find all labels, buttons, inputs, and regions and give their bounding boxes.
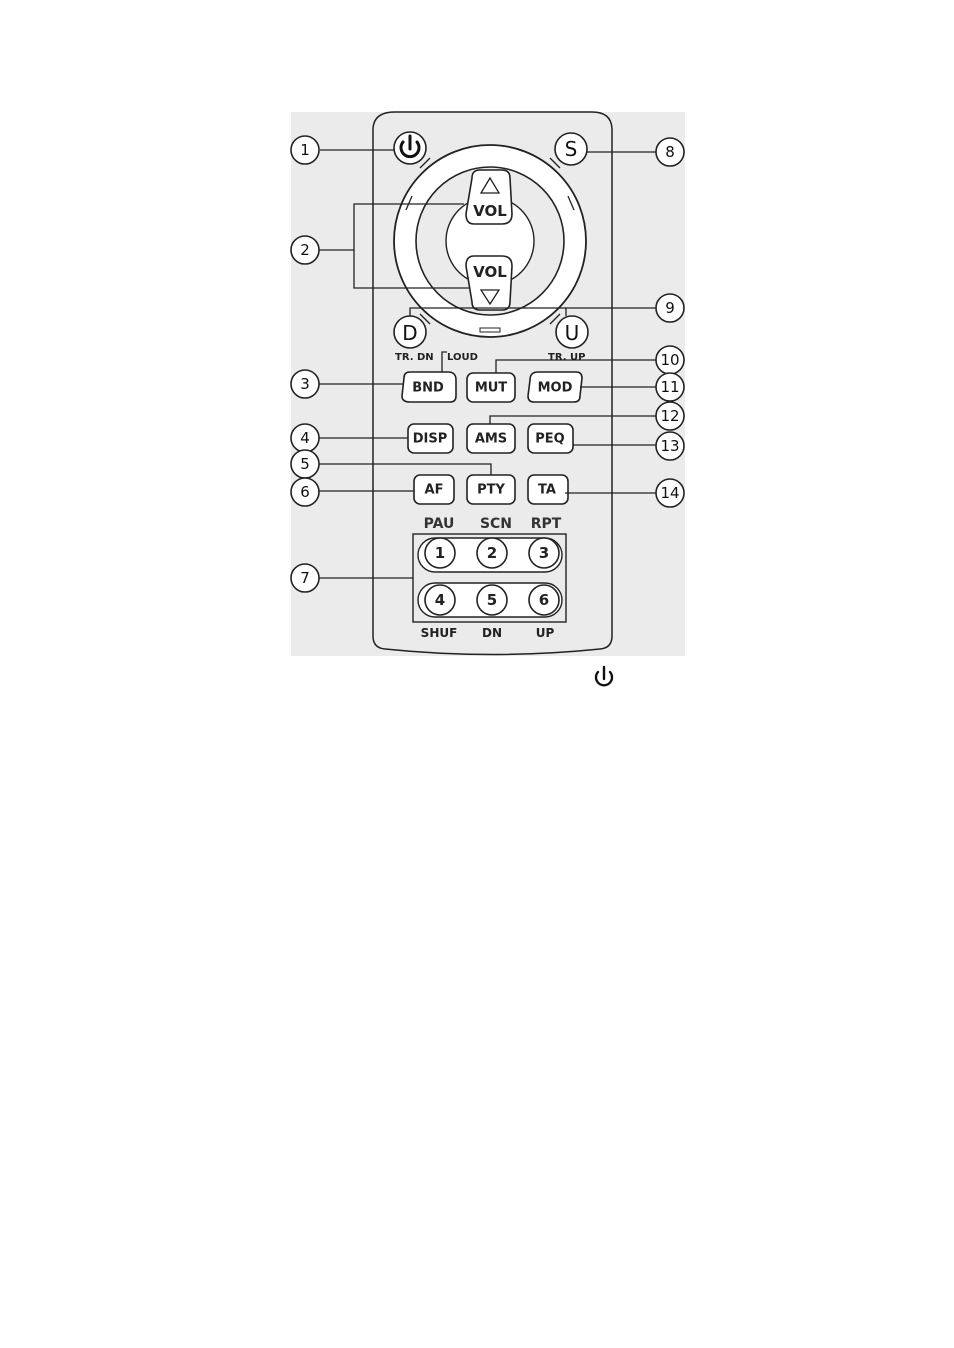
callout-4: 4: [291, 424, 319, 452]
callout-13-number: 13: [660, 437, 679, 455]
preset-label-5: 5: [487, 591, 497, 609]
bnd-label: BND: [412, 381, 444, 396]
preset-button-3[interactable]: 3: [529, 538, 559, 568]
callout-1-number: 1: [300, 141, 310, 159]
mod-button[interactable]: MOD: [528, 372, 582, 402]
loud-label: LOUD: [447, 352, 478, 363]
seek-up-label: U: [565, 321, 580, 345]
power-button[interactable]: [394, 132, 426, 164]
callout-7: 7: [291, 564, 319, 592]
preset-label-6: 6: [539, 591, 549, 609]
scn-label: SCN: [480, 516, 512, 532]
tr-dn-label: TR. DN: [395, 352, 434, 363]
pau-label: PAU: [424, 516, 455, 532]
vol-up-label: VOL: [473, 202, 507, 220]
pty-button[interactable]: PTY: [467, 475, 515, 504]
ta-button[interactable]: TA: [528, 475, 568, 504]
power-icon: [596, 667, 612, 685]
peq-button[interactable]: PEQ: [528, 424, 573, 453]
callout-9: 9: [656, 294, 684, 322]
callout-5: 5: [291, 450, 319, 478]
ams-button[interactable]: AMS: [467, 424, 515, 453]
peq-label: PEQ: [535, 432, 564, 447]
preset-button-2[interactable]: 2: [477, 538, 507, 568]
callout-3: 3: [291, 370, 319, 398]
callout-10: 10: [656, 346, 684, 374]
rpt-label: RPT: [531, 516, 562, 532]
preset-button-5[interactable]: 5: [477, 585, 507, 615]
seek-down-button[interactable]: D: [394, 316, 426, 348]
seek-up-button[interactable]: U: [556, 316, 588, 348]
mut-label: MUT: [475, 381, 507, 396]
tr-up-label: TR. UP: [548, 352, 585, 363]
callout-1: 1: [291, 136, 319, 164]
vol-up-button[interactable]: VOL: [466, 170, 512, 224]
af-button[interactable]: AF: [414, 475, 454, 504]
preset-label-4: 4: [435, 591, 445, 609]
preset-button-6[interactable]: 6: [529, 585, 559, 615]
callout-14-number: 14: [660, 484, 679, 502]
callout-7-number: 7: [300, 569, 310, 587]
callout-11: 11: [656, 373, 684, 401]
callout-2-number: 2: [300, 241, 310, 259]
seek-down-label: D: [402, 321, 417, 345]
mod-label: MOD: [538, 381, 573, 396]
ams-label: AMS: [475, 432, 507, 447]
vol-down-label: VOL: [473, 263, 507, 281]
callout-6: 6: [291, 478, 319, 506]
callout-4-number: 4: [300, 429, 310, 447]
callout-5-number: 5: [300, 455, 310, 473]
preset-label-1: 1: [435, 544, 445, 562]
preset-label-2: 2: [487, 544, 497, 562]
dn-label: DN: [482, 626, 502, 640]
callout-12: 12: [656, 402, 684, 430]
preset-button-1[interactable]: 1: [425, 538, 455, 568]
callout-11-number: 11: [660, 378, 679, 396]
preset-label-3: 3: [539, 544, 549, 562]
bnd-button[interactable]: BND: [402, 372, 456, 402]
callout-14: 14: [656, 479, 684, 507]
disp-label: DISP: [413, 432, 448, 447]
disp-button[interactable]: DISP: [408, 424, 453, 453]
shuf-label: SHUF: [421, 626, 458, 640]
callout-3-number: 3: [300, 375, 310, 393]
callout-8: 8: [656, 138, 684, 166]
callout-10-number: 10: [660, 351, 679, 369]
up-label: UP: [536, 626, 555, 640]
vol-down-button[interactable]: VOL: [466, 256, 512, 310]
mut-button[interactable]: MUT: [467, 373, 515, 402]
callout-2: 2: [291, 236, 319, 264]
preset-button-4[interactable]: 4: [425, 585, 455, 615]
pty-label: PTY: [477, 483, 505, 498]
ta-label: TA: [538, 483, 556, 498]
callout-8-number: 8: [665, 143, 675, 161]
callout-13: 13: [656, 432, 684, 460]
callout-12-number: 12: [660, 407, 679, 425]
af-label: AF: [425, 483, 444, 498]
callout-6-number: 6: [300, 483, 310, 501]
source-label: S: [565, 137, 578, 161]
callout-9-number: 9: [665, 299, 675, 317]
source-button[interactable]: S: [555, 133, 587, 165]
